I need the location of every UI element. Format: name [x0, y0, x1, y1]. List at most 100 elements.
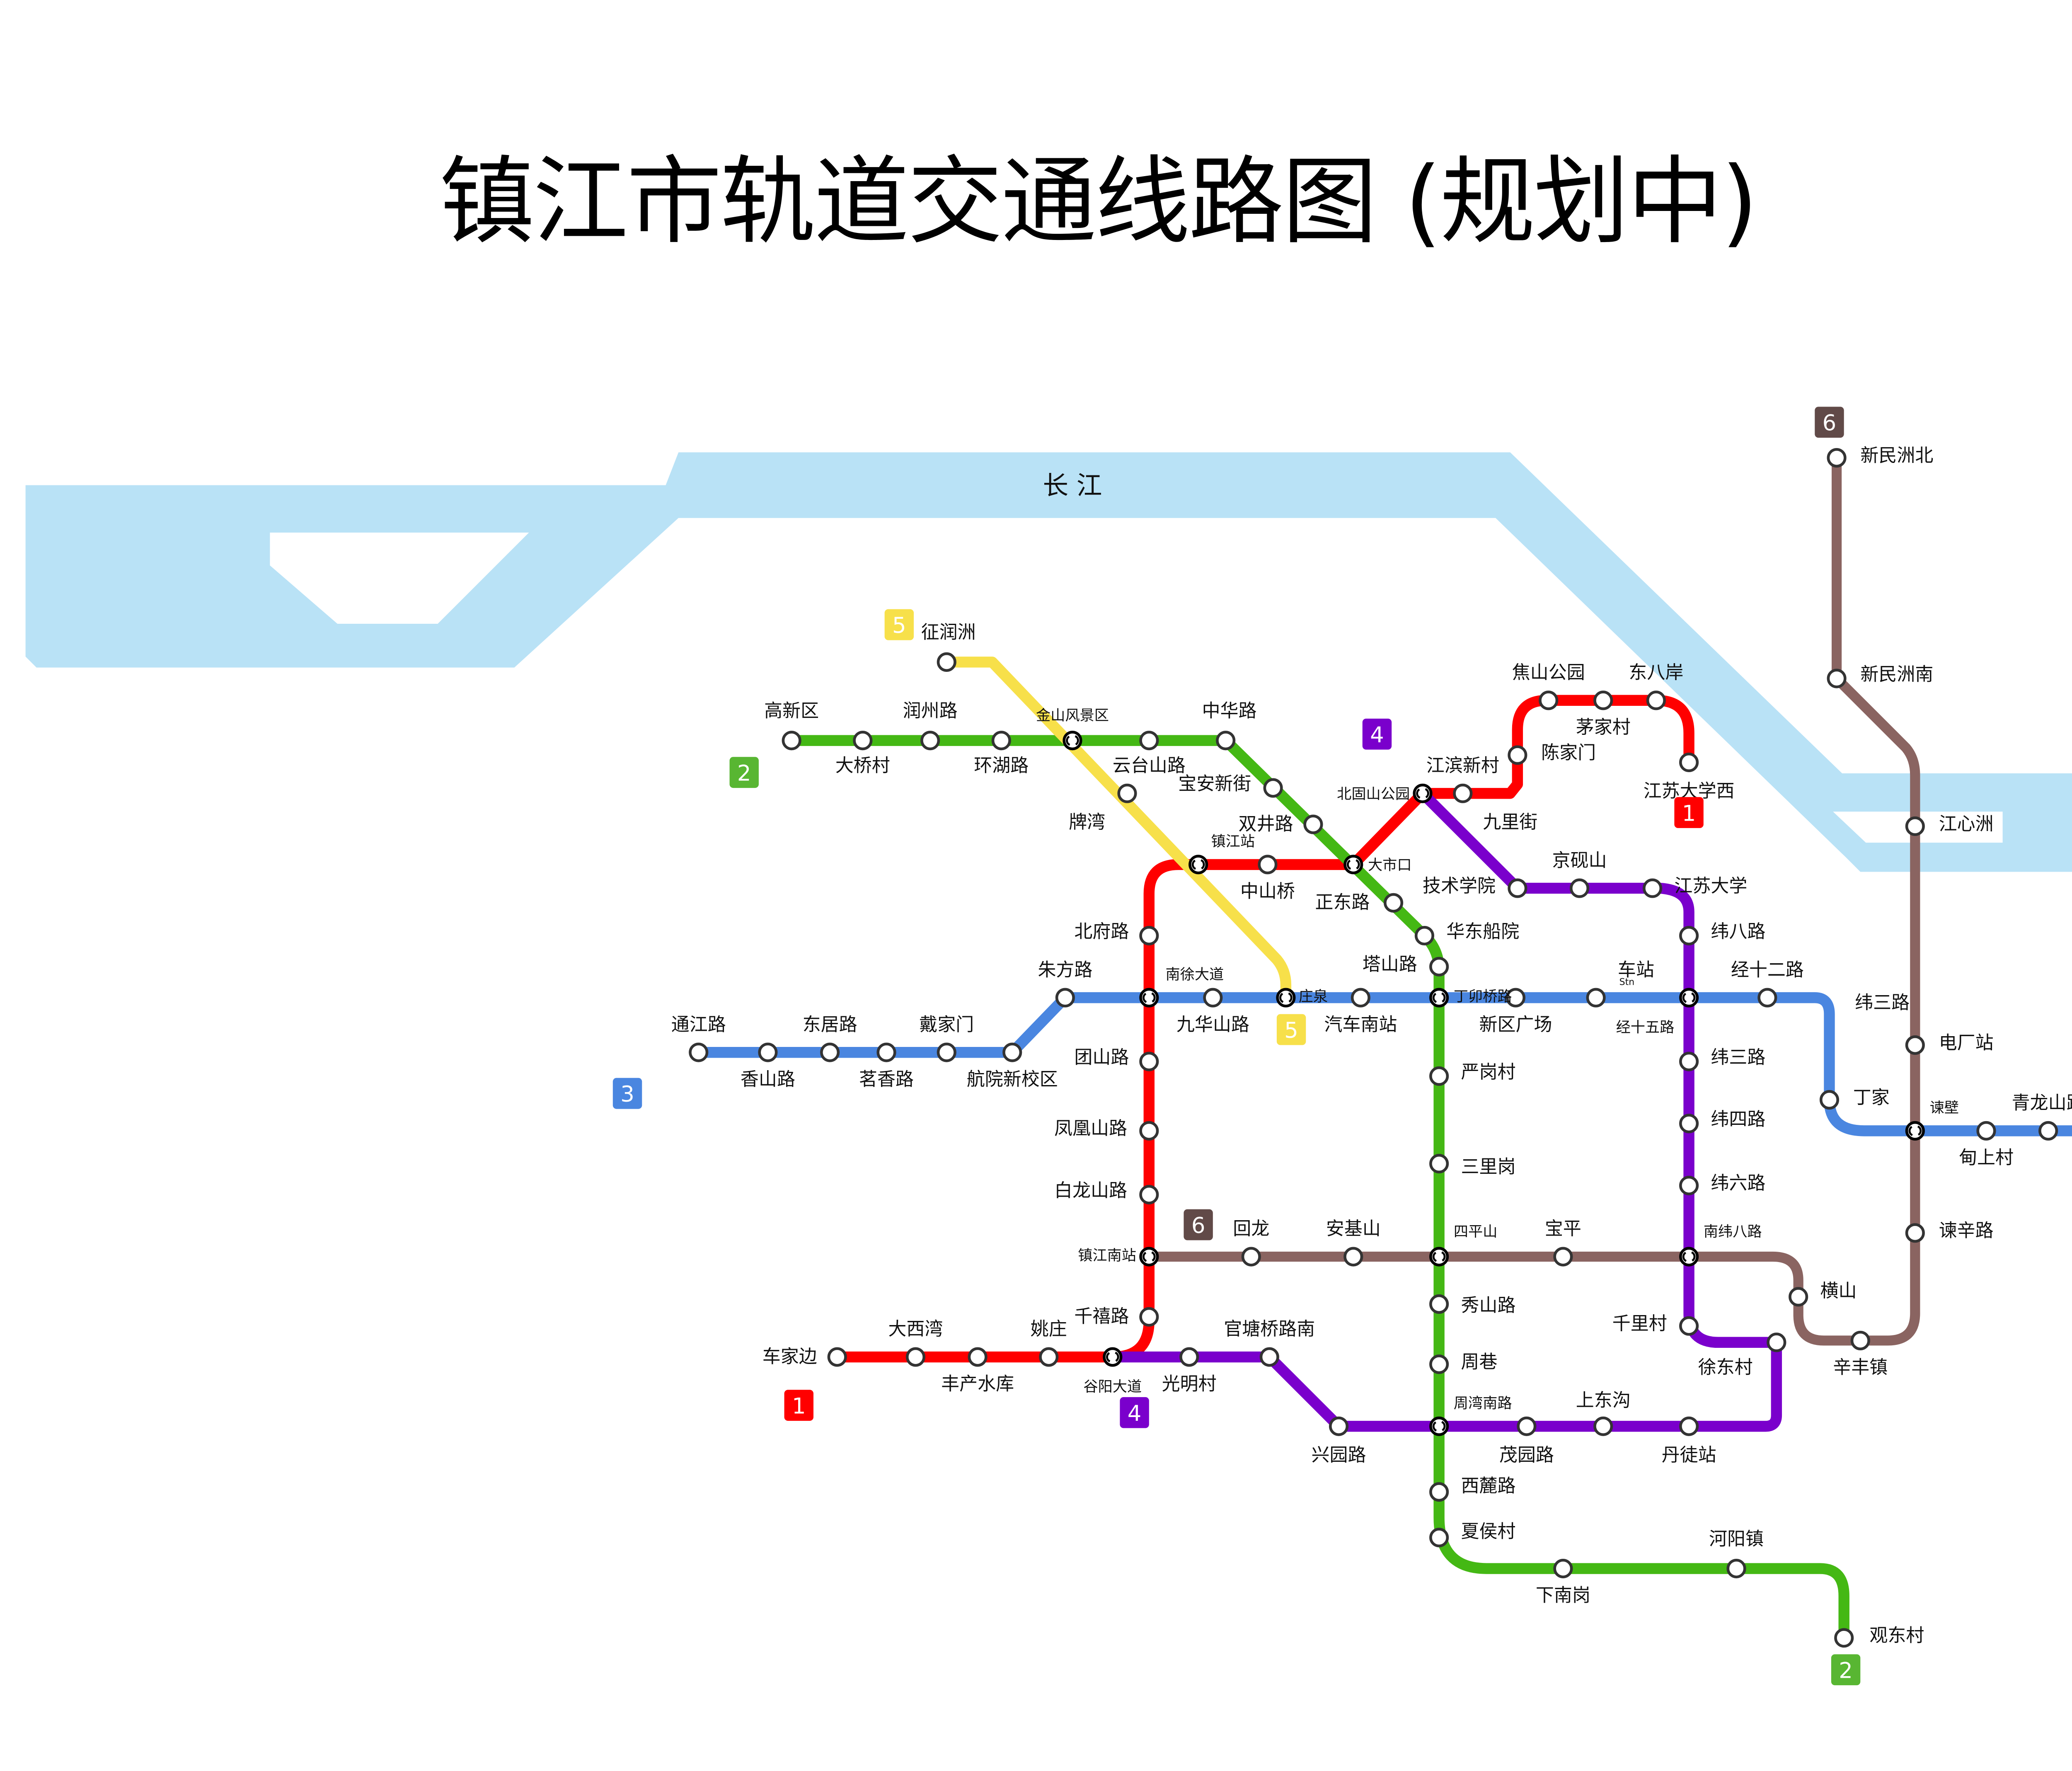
station-marker[interactable]: 江滨新村	[1508, 745, 1527, 765]
station-marker[interactable]: 中山桥	[1258, 855, 1278, 875]
station-marker[interactable]: 观东村	[1834, 1628, 1854, 1648]
interchange-station[interactable]: 金山风景区	[1063, 731, 1082, 751]
station-marker[interactable]: 润州路	[920, 731, 940, 751]
station-label: 白龙山路	[1054, 1180, 1127, 1201]
station-marker[interactable]: 下南岗	[1553, 1558, 1573, 1579]
station-marker[interactable]: 技术学院	[1508, 878, 1527, 898]
interchange-station[interactable]: 四平山	[1429, 1247, 1449, 1267]
station-marker[interactable]: 双井路	[1303, 814, 1323, 834]
station-marker[interactable]: 江心洲	[1905, 816, 1925, 836]
station-circle-icon	[853, 731, 873, 751]
interchange-station[interactable]: 谷阳大道	[1103, 1347, 1123, 1367]
station-marker[interactable]: 北府路	[1139, 925, 1159, 946]
station-marker[interactable]: 环湖路	[991, 731, 1011, 751]
station-marker[interactable]: 回龙	[1241, 1247, 1261, 1267]
station-marker[interactable]: 戴家门	[937, 1042, 956, 1062]
station-circle-icon	[1679, 1114, 1699, 1134]
interchange-station[interactable]: 大市口	[1343, 855, 1363, 875]
station-marker[interactable]: 茅家村	[1593, 690, 1613, 710]
station-marker[interactable]: 团山路	[1139, 1051, 1159, 1071]
interchange-station[interactable]: 镇江南站	[1139, 1247, 1159, 1267]
station-marker[interactable]: 千禧路	[1139, 1307, 1159, 1327]
station-marker[interactable]: 电厂站	[1905, 1035, 1925, 1055]
interchange-station[interactable]: 南纬八路	[1679, 1247, 1699, 1267]
station-marker[interactable]: 官塘桥路南	[1259, 1347, 1279, 1367]
station-marker[interactable]: 新民洲北	[1827, 448, 1847, 468]
station-marker[interactable]: 塔山路	[1429, 957, 1449, 976]
station-marker[interactable]: 青龙山路	[2038, 1121, 2058, 1141]
station-marker[interactable]: 九里街	[1453, 783, 1473, 803]
station-marker[interactable]: 兴园路	[1329, 1416, 1349, 1436]
station-marker[interactable]: 夏侯村	[1429, 1528, 1449, 1548]
station-marker[interactable]: 纬八路	[1679, 925, 1699, 946]
station-marker[interactable]: 车站	[1586, 988, 1606, 1008]
interchange-station[interactable]: 周湾南路	[1429, 1416, 1449, 1436]
station-marker[interactable]: 辛丰镇	[1850, 1330, 1870, 1350]
station-marker[interactable]: 车家边	[827, 1347, 847, 1367]
station-marker[interactable]: 河阳镇	[1726, 1558, 1746, 1579]
station-marker[interactable]: 香山路	[758, 1042, 778, 1062]
station-marker[interactable]: 东居路	[820, 1042, 840, 1062]
station-marker[interactable]: 安基山	[1343, 1247, 1363, 1267]
station-marker[interactable]: 九华山路	[1203, 988, 1223, 1008]
station-label: 征润洲	[921, 622, 976, 643]
station-marker[interactable]: 西麓路	[1429, 1482, 1449, 1502]
station-marker[interactable]: 甸上村	[1976, 1121, 1996, 1141]
station-marker[interactable]: 京砚山	[1569, 878, 1590, 898]
station-marker[interactable]: 焦山公园	[1539, 690, 1559, 710]
station-marker[interactable]: 光明村	[1179, 1347, 1199, 1367]
station-marker[interactable]: 大桥村	[853, 731, 873, 751]
interchange-station[interactable]: 丁卯桥路	[1429, 988, 1449, 1008]
station-marker[interactable]: 周巷	[1429, 1354, 1449, 1374]
station-marker[interactable]: 白龙山路	[1139, 1185, 1159, 1204]
station-marker[interactable]: 航院新校区	[1002, 1042, 1022, 1062]
station-marker[interactable]: 宝安新街	[1263, 778, 1283, 798]
station-marker[interactable]: 严岗村	[1429, 1066, 1449, 1086]
station-marker[interactable]: 江苏大学西	[1679, 752, 1699, 773]
interchange-station[interactable]: 谏壁	[1905, 1121, 1925, 1141]
station-marker[interactable]: 纬六路	[1679, 1175, 1699, 1195]
station-marker[interactable]: 江苏大学	[1643, 878, 1663, 898]
station-marker[interactable]: 大西湾	[905, 1347, 925, 1367]
interchange-station[interactable]: 经十五路	[1679, 988, 1699, 1008]
station-marker[interactable]: 凤凰山路	[1139, 1121, 1159, 1141]
station-marker[interactable]: 纬三路	[1679, 1051, 1699, 1071]
interchange-station[interactable]: 庄泉	[1276, 988, 1296, 1008]
interchange-station[interactable]: 北固山公园	[1413, 783, 1433, 803]
station-marker[interactable]: 牌湾	[1117, 783, 1137, 803]
interchange-station[interactable]: 镇江站	[1188, 855, 1208, 875]
station-marker[interactable]: 华东船院	[1414, 925, 1434, 946]
station-marker[interactable]: 征润洲	[937, 652, 956, 672]
station-marker[interactable]: 姚庄	[1039, 1347, 1059, 1367]
station-label: 周湾南路	[1454, 1395, 1512, 1412]
station-marker[interactable]: 新民洲南	[1827, 669, 1847, 688]
station-marker[interactable]: 中华路	[1216, 731, 1236, 751]
station-marker[interactable]: 东八岸	[1646, 690, 1666, 710]
station-marker[interactable]: 千里村	[1679, 1316, 1699, 1336]
station-marker[interactable]: 上东沟	[1593, 1416, 1613, 1436]
station-marker[interactable]: 宝平	[1553, 1247, 1573, 1267]
station-label: 茂园路	[1499, 1444, 1554, 1466]
station-marker[interactable]: 经十二路	[1757, 988, 1777, 1008]
station-marker[interactable]: 三里岗	[1429, 1154, 1449, 1174]
station-marker[interactable]: 徐东村	[1767, 1332, 1786, 1352]
station-marker[interactable]: 丹徒站	[1679, 1416, 1699, 1436]
station-marker[interactable]: 丰产水库	[968, 1347, 988, 1367]
station-marker[interactable]: 秀山路	[1429, 1294, 1449, 1314]
station-marker[interactable]: 茂园路	[1517, 1416, 1537, 1436]
station-marker[interactable]: 高新区	[782, 731, 801, 751]
interchange-station[interactable]: 南徐大道	[1139, 988, 1159, 1008]
station-marker[interactable]: 朱方路	[1055, 988, 1075, 1008]
station-marker[interactable]: 纬三路	[1819, 1090, 1840, 1110]
station-marker[interactable]: 通江路	[689, 1042, 709, 1062]
station-marker[interactable]: 汽车南站	[1351, 988, 1370, 1008]
station-label: 车站	[1618, 959, 1654, 980]
station-marker[interactable]: 谏辛路	[1905, 1223, 1925, 1243]
station-marker[interactable]: 茗香路	[876, 1042, 896, 1062]
station-marker[interactable]: 横山	[1789, 1287, 1808, 1307]
station-marker[interactable]: 纬四路	[1679, 1114, 1699, 1134]
station-marker[interactable]: 云台山路	[1139, 731, 1159, 751]
station-marker[interactable]: 正东路	[1384, 893, 1404, 913]
station-marker[interactable]: 新区广场	[1506, 988, 1526, 1008]
station-label: 正东路	[1315, 892, 1370, 913]
